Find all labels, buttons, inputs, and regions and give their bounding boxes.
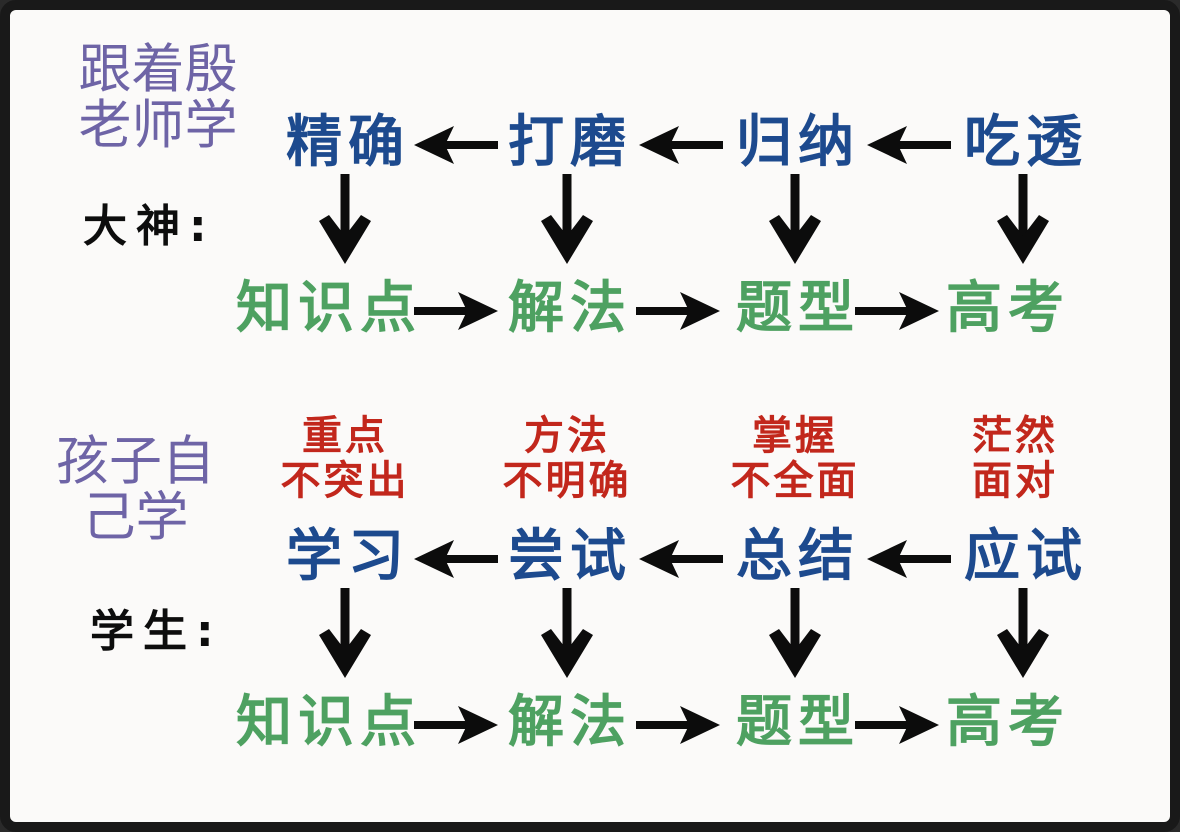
arrow-down-icon	[539, 588, 595, 680]
master-outcome-term-4: 高考	[946, 276, 1070, 341]
arrow-down-icon	[317, 588, 373, 680]
arrow-right-icon	[412, 703, 500, 747]
student-outcome-term-2: 解法	[508, 690, 632, 755]
issue-1-line2: 不突出	[280, 457, 410, 504]
master-process-term-2: 打磨	[508, 110, 632, 175]
master-role-label: 大神:	[83, 201, 216, 252]
issue-1-line1: 重点	[302, 413, 388, 459]
arrow-down-icon	[317, 174, 373, 266]
arrow-left-icon	[412, 123, 500, 167]
arrow-down-icon	[767, 174, 823, 266]
arrow-left-icon	[865, 537, 953, 581]
master-outcome-term-1: 知识点	[236, 276, 422, 341]
issue-4-line1: 茫然	[972, 413, 1058, 459]
issue-2-line1: 方法	[524, 413, 610, 459]
arrow-right-icon	[853, 703, 941, 747]
arrow-down-icon	[995, 588, 1051, 680]
master-process-term-4: 吃透	[964, 110, 1088, 175]
arrow-right-icon	[853, 289, 941, 333]
issue-annotation-4: 茫然 面对	[925, 414, 1105, 504]
issue-2-line2: 不明确	[502, 457, 632, 504]
master-process-term-3: 归纳	[736, 110, 860, 175]
master-outcome-term-3: 题型	[736, 276, 860, 341]
arrow-left-icon	[412, 537, 500, 581]
arrow-left-icon	[865, 123, 953, 167]
master-side-label-line1: 跟着殷	[78, 39, 238, 100]
student-process-term-4: 应试	[964, 524, 1088, 589]
arrow-down-icon	[767, 588, 823, 680]
issue-annotation-3: 掌握 不全面	[705, 414, 885, 504]
student-side-label: 孩子自 己学	[38, 434, 233, 545]
student-process-term-1: 学习	[286, 524, 410, 589]
master-process-term-1: 精确	[286, 110, 410, 175]
arrow-left-icon	[637, 537, 725, 581]
issue-annotation-1: 重点 不突出	[255, 414, 435, 504]
issue-4-line2: 面对	[972, 457, 1058, 504]
master-side-label: 跟着殷 老师学	[58, 42, 258, 153]
student-side-label-line2: 己学	[82, 486, 189, 548]
arrow-left-icon	[637, 123, 725, 167]
master-side-label-line2: 老师学	[78, 94, 238, 156]
issue-annotation-2: 方法 不明确	[477, 414, 657, 504]
student-process-term-3: 总结	[736, 524, 860, 589]
issue-3-line2: 不全面	[730, 457, 860, 504]
student-role-label: 学生:	[90, 606, 223, 657]
arrow-down-icon	[539, 174, 595, 266]
student-outcome-term-1: 知识点	[236, 690, 422, 755]
student-outcome-term-4: 高考	[946, 690, 1070, 755]
student-side-label-line1: 孩子自	[56, 431, 215, 492]
arrow-down-icon	[995, 174, 1051, 266]
issue-3-line1: 掌握	[752, 413, 838, 459]
arrow-right-icon	[634, 289, 722, 333]
student-outcome-term-3: 题型	[736, 690, 860, 755]
arrow-right-icon	[634, 703, 722, 747]
student-process-term-2: 尝试	[508, 524, 632, 589]
arrow-right-icon	[412, 289, 500, 333]
master-outcome-term-2: 解法	[508, 276, 632, 341]
